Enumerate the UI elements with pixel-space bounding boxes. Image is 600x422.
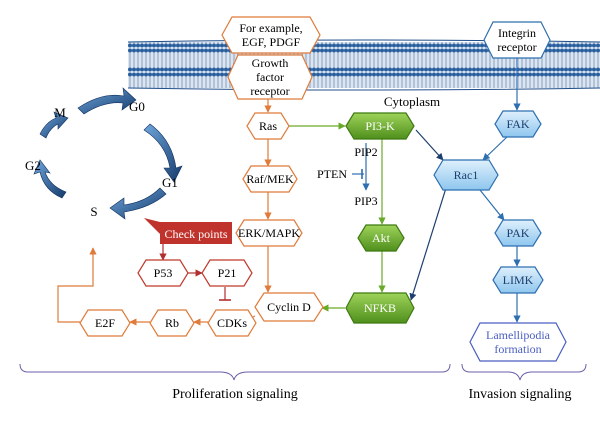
cyclin-d-node-shape	[254, 292, 324, 322]
fak-node-label: FAK	[506, 117, 529, 131]
growth-receptor-node-label: receptor	[250, 84, 289, 98]
pak-node-shape	[494, 219, 542, 247]
rac1-node-label: Rac1	[454, 168, 479, 182]
ras-node-shape	[246, 112, 290, 140]
cyclin-d-node-label: Cyclin D	[267, 300, 311, 314]
proliferation-signaling-label: Proliferation signaling	[172, 387, 298, 402]
cycle-arrow-g0-g1	[143, 123, 183, 183]
ligand-node-shape	[221, 16, 321, 54]
fak-node: FAK	[494, 110, 542, 138]
nfkb-node-label: NFKB	[364, 301, 396, 315]
ligand-node-label: For example,	[239, 21, 302, 35]
akt-node-label: Akt	[372, 231, 391, 245]
phase-g1-label: G1	[162, 175, 178, 190]
cdks-node-label: CDKs	[217, 316, 247, 330]
e2f-node: E2F	[79, 309, 131, 337]
red-connectors	[159, 244, 231, 301]
ras-node: Ras	[246, 112, 290, 140]
limk-node-label: LIMK	[503, 273, 534, 287]
rac1-node: Rac1	[433, 159, 499, 191]
ligand-node: For example,EGF, PDGF	[221, 16, 321, 54]
pip2-label: PIP2	[354, 145, 377, 159]
navy-connectors	[409, 129, 447, 301]
p53-node-label: P53	[154, 266, 173, 280]
nfkb-node-shape	[345, 292, 415, 324]
cyclin-d-node: Cyclin D	[254, 292, 324, 322]
footer-braces	[19, 363, 587, 381]
integrin-receptor-node-label: Integrin	[498, 26, 536, 40]
checkpoints-banner	[144, 218, 232, 244]
cycle-arrow-g2-m	[39, 111, 69, 139]
limk-node-shape	[492, 266, 544, 294]
rb-node: Rb	[149, 309, 195, 337]
phase-m-label: M	[54, 105, 66, 120]
cycle-arrow-g1-s	[109, 187, 167, 220]
lamellipodia-node-label: Lamellipodia	[486, 328, 551, 342]
green-connectors	[289, 122, 386, 312]
fak-node-shape	[494, 110, 542, 138]
lamellipodia-node-label: formation	[494, 342, 541, 356]
erk-mapk-node-shape	[235, 219, 303, 247]
phase-g2-label: G2	[25, 158, 41, 173]
integrin-receptor-node-shape	[483, 21, 551, 59]
pip3-label: PIP3	[354, 194, 377, 208]
ligand-node-label: EGF, PDGF	[242, 35, 301, 49]
nfkb-node: NFKB	[345, 292, 415, 324]
p53-node: P53	[137, 259, 189, 287]
pi3k-node-label: PI3-K	[365, 119, 395, 133]
rb-node-shape	[149, 309, 195, 337]
erk-mapk-node-label: ERK/MAPK	[238, 226, 300, 240]
growth-receptor-node-label: Growth	[252, 56, 289, 70]
erk-mapk-node: ERK/MAPK	[235, 219, 303, 247]
cycle-arrow-s-g2	[33, 159, 67, 199]
akt-node-shape	[357, 224, 405, 252]
p21-node: P21	[201, 259, 253, 287]
pak-node: PAK	[494, 219, 542, 247]
p21-node-label: P21	[218, 266, 237, 280]
e2f-node-shape	[79, 309, 131, 337]
phase-g0-label: G0	[129, 99, 145, 114]
limk-node: LIMK	[492, 266, 544, 294]
cell-cycle-wheel	[33, 87, 183, 220]
integrin-receptor-node-label: receptor	[497, 40, 536, 54]
e2f-node-label: E2F	[95, 316, 115, 330]
pak-node-label: PAK	[507, 226, 530, 240]
checkpoints-label: Check points	[165, 227, 228, 241]
lamellipodia-node-shape	[469, 322, 567, 362]
raf-mek-node-shape	[242, 165, 298, 193]
akt-node: Akt	[357, 224, 405, 252]
ras-node-label: Ras	[259, 119, 277, 133]
blue-connectors	[352, 58, 521, 323]
cycle-arrow-m-g0	[77, 87, 137, 115]
cdks-node: CDKs	[207, 309, 257, 337]
pten-label: PTEN	[317, 167, 347, 181]
invasion-signaling-label: Invasion signaling	[468, 387, 571, 402]
growth-receptor-node-label: factor	[256, 70, 284, 84]
p21-node-shape	[201, 259, 253, 287]
phase-s-label: S	[90, 204, 97, 219]
pi3k-node: PI3-K	[345, 112, 415, 140]
raf-mek-node-label: Raf/MEK	[246, 172, 294, 186]
p53-node-shape	[137, 259, 189, 287]
cdks-node-shape	[207, 309, 257, 337]
raf-mek-node: Raf/MEK	[242, 165, 298, 193]
cytoplasm-label: Cytoplasm	[384, 94, 440, 109]
growth-receptor-node-shape	[227, 54, 313, 100]
rb-node-label: Rb	[165, 316, 179, 330]
pi3k-node-shape	[345, 112, 415, 140]
rac1-node-shape	[433, 159, 499, 191]
